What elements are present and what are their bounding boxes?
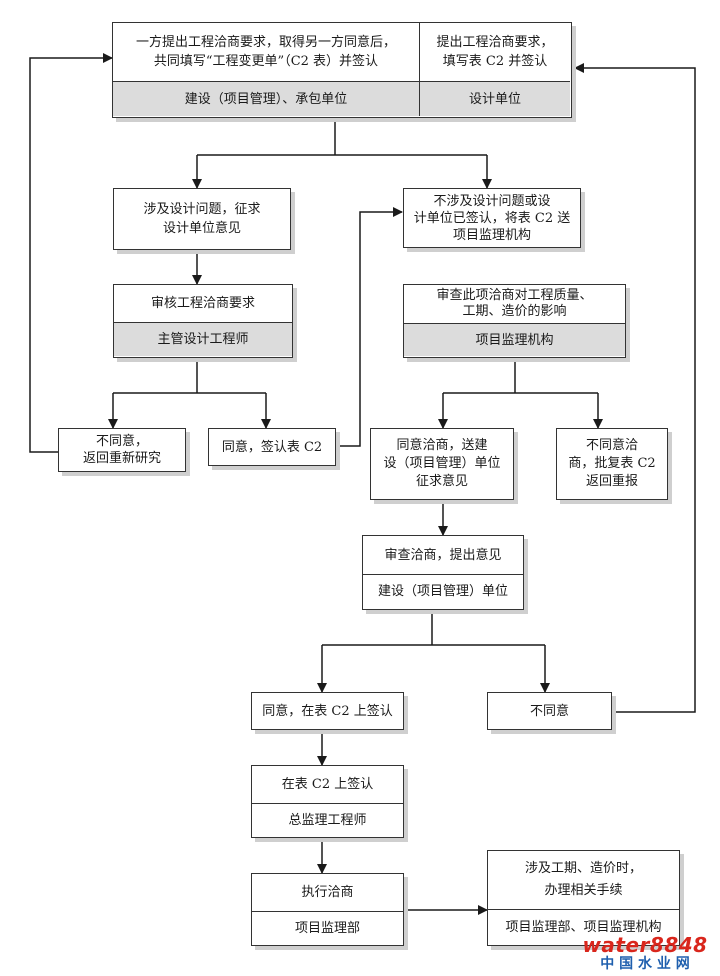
top-right-text: 提出工程洽商要求， 填写表 C2 并签认 xyxy=(419,23,570,81)
review-opinion-box: 审查洽商，提出意见 建设（项目管理）单位 xyxy=(362,535,524,610)
disagree-reply-box: 不同意洽 商，批复表 C2 返回重报 xyxy=(556,428,668,500)
design-issue-text: 涉及设计问题，征求 设计单位意见 xyxy=(143,202,261,236)
top-request-box: 一方提出工程洽商要求，取得另一方同意后， 共同填写“工程变更单”（C2 表）并签… xyxy=(112,22,572,118)
disagree-box: 不同意 xyxy=(487,692,612,730)
review-req-text: 审核工程洽商要求 xyxy=(150,296,255,311)
disagree-restudy-box: 不同意， 返回重新研究 xyxy=(58,428,186,472)
design-issue-box: 涉及设计问题，征求 设计单位意见 xyxy=(113,188,291,250)
schedule-cost-text: 涉及工期、造价时， 办理相关手续 xyxy=(524,861,642,898)
agree-send-text: 同意洽商，送建 设（项目管理）单位 征求意见 xyxy=(383,438,501,489)
arrow-agree-to-supervision xyxy=(336,207,403,447)
disagree-text: 不同意 xyxy=(529,703,569,719)
review-opinion-role: 建设（项目管理）单位 xyxy=(363,574,523,608)
watermark-site: 中 国 水 业 网 xyxy=(600,956,690,972)
top-left-text: 一方提出工程洽商要求，取得另一方同意后， 共同填写“工程变更单”（C2 表）并签… xyxy=(135,35,396,69)
agree-on-c2-box: 同意，在表 C2 上签认 xyxy=(251,692,404,730)
agree-on-c2-text: 同意，在表 C2 上签认 xyxy=(262,703,393,719)
top-right-role: 设计单位 xyxy=(419,81,570,116)
no-design-issue-box: 不涉及设计问题或设 计单位已签认，将表 C2 送 项目监理机构 xyxy=(403,188,581,248)
impact-review-text: 审查此项洽商对工程质量、 工期、造价的影响 xyxy=(436,288,593,319)
schedule-cost-role: 项目监理部、项目监理机构 xyxy=(488,909,679,944)
review-req-box: 审核工程洽商要求 主管设计工程师 xyxy=(113,284,293,358)
agree-sign-c2-text: 同意，签认表 C2 xyxy=(221,439,323,455)
sign-on-c2-role: 总监理工程师 xyxy=(252,803,403,836)
impact-review-role: 项目监理机构 xyxy=(404,323,625,356)
watermark-brand: water8848 xyxy=(582,933,708,957)
no-design-issue-text: 不涉及设计问题或设 计单位已签认，将表 C2 送 项目监理机构 xyxy=(413,193,571,243)
sign-on-c2-text: 在表 C2 上签认 xyxy=(281,777,374,792)
agree-sign-c2-box: 同意，签认表 C2 xyxy=(208,428,336,466)
review-req-role: 主管设计工程师 xyxy=(114,322,292,356)
arrow-restudy-loop xyxy=(29,53,113,453)
execute-text: 执行洽商 xyxy=(301,885,354,900)
disagree-reply-text: 不同意洽 商，批复表 C2 返回重报 xyxy=(568,438,656,489)
agree-send-box: 同意洽商，送建 设（项目管理）单位 征求意见 xyxy=(370,428,514,500)
schedule-cost-box: 涉及工期、造价时， 办理相关手续 项目监理部、项目监理机构 xyxy=(487,850,680,946)
execute-box: 执行洽商 项目监理部 xyxy=(251,873,404,946)
sign-on-c2-box: 在表 C2 上签认 总监理工程师 xyxy=(251,765,404,838)
watermark: water8848 中 国 水 业 网 xyxy=(580,934,710,972)
execute-role: 项目监理部 xyxy=(252,911,403,944)
arrow-disagree-loop xyxy=(574,63,696,713)
disagree-restudy-text: 不同意， 返回重新研究 xyxy=(82,434,161,466)
impact-review-box: 审查此项洽商对工程质量、 工期、造价的影响 项目监理机构 xyxy=(403,284,626,358)
top-left-role: 建设（项目管理）、承包单位 xyxy=(113,81,419,116)
review-opinion-text: 审查洽商，提出意见 xyxy=(384,547,502,563)
